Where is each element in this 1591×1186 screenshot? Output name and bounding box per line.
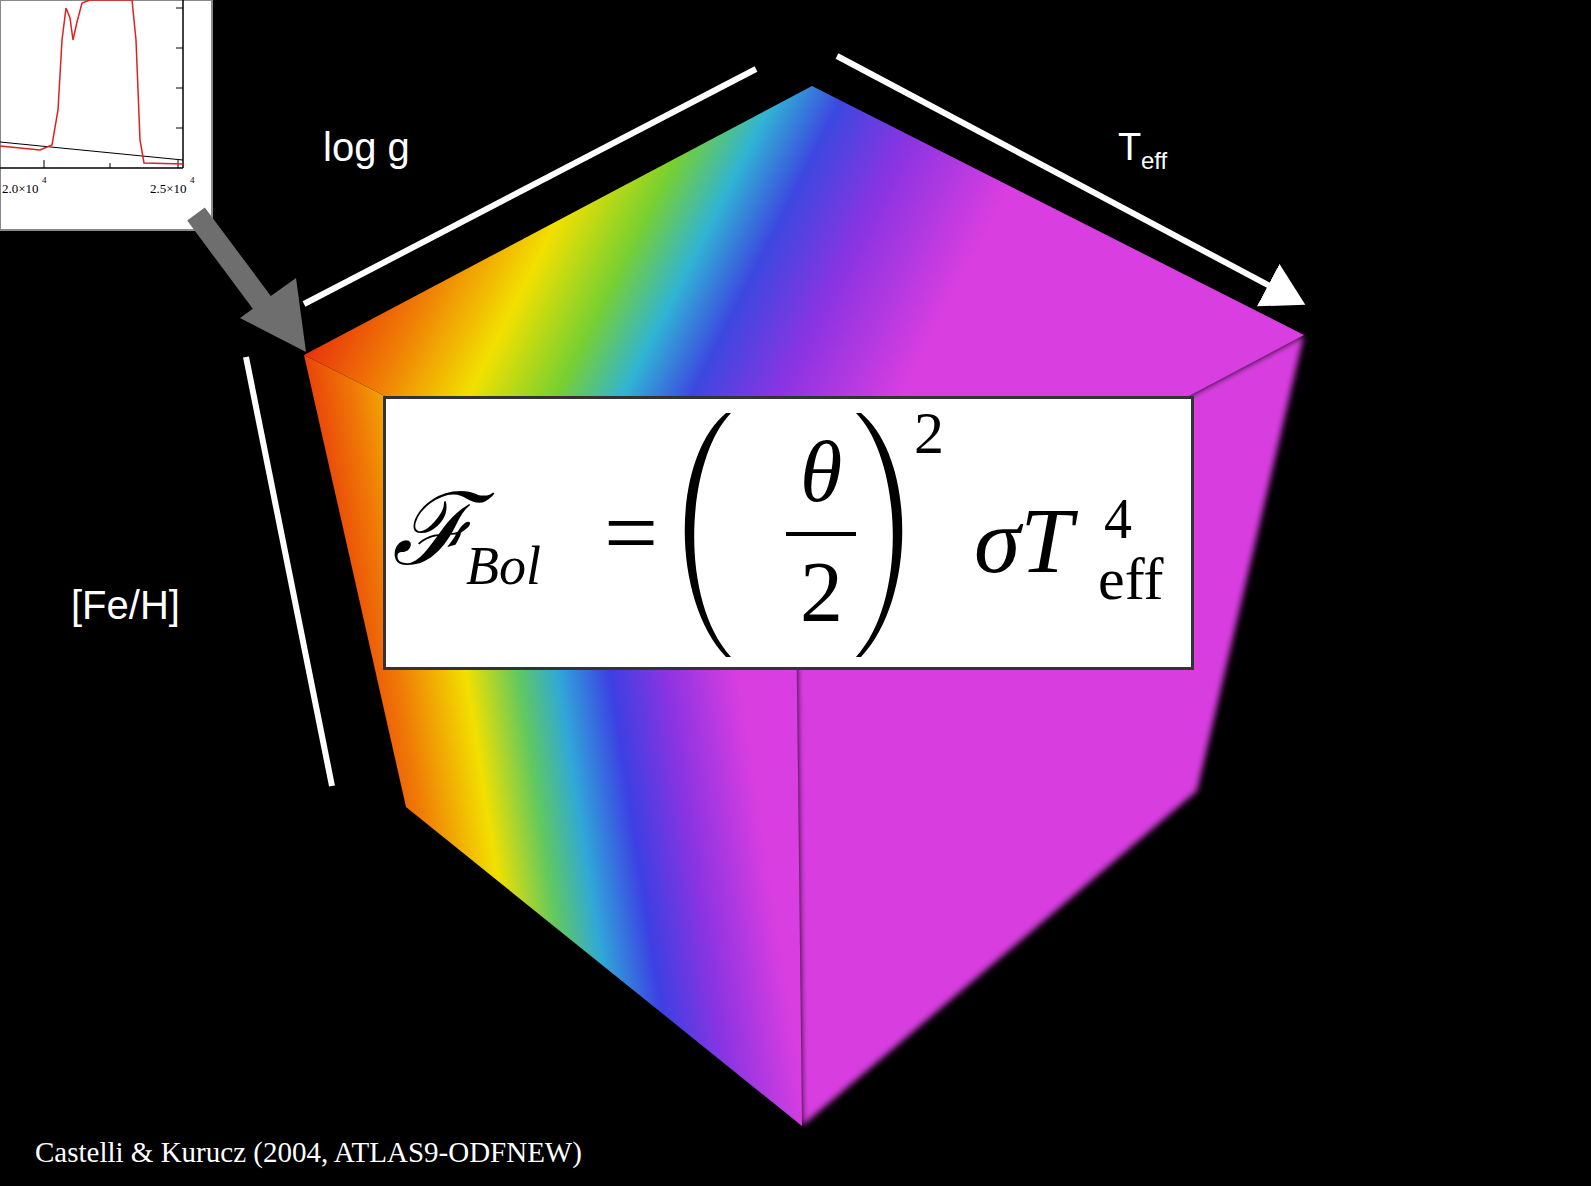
tick-label: 2.5×10 — [150, 182, 187, 195]
formula-symbol: σT — [974, 493, 1073, 587]
axis-label: log g — [323, 127, 410, 167]
formula-exponent: 2 — [914, 403, 944, 463]
axis-subscript: eff — [1141, 149, 1167, 173]
formula-symbol: ℱ — [392, 481, 474, 581]
formula-numerator: θ — [800, 429, 842, 515]
formula-subscript: Bol — [466, 539, 541, 593]
caption: Castelli & Kurucz (2004, ATLAS9-ODFNEW) — [35, 1138, 582, 1167]
formula-denominator: 2 — [800, 549, 843, 635]
axis-label: [Fe/H] — [71, 585, 180, 625]
formula-box: ℱBol = θ 2 2 σT 4eff — [383, 396, 1194, 670]
formula-exponent: 4 — [1104, 491, 1132, 547]
formula-equals: = — [604, 485, 658, 581]
axis-label: T — [1118, 128, 1141, 166]
formula-subscript: eff — [1098, 549, 1164, 609]
tick-exponent: 4 — [42, 176, 47, 185]
tick-exponent: 4 — [190, 176, 195, 185]
tick-label: 2.0×10 — [2, 182, 39, 195]
